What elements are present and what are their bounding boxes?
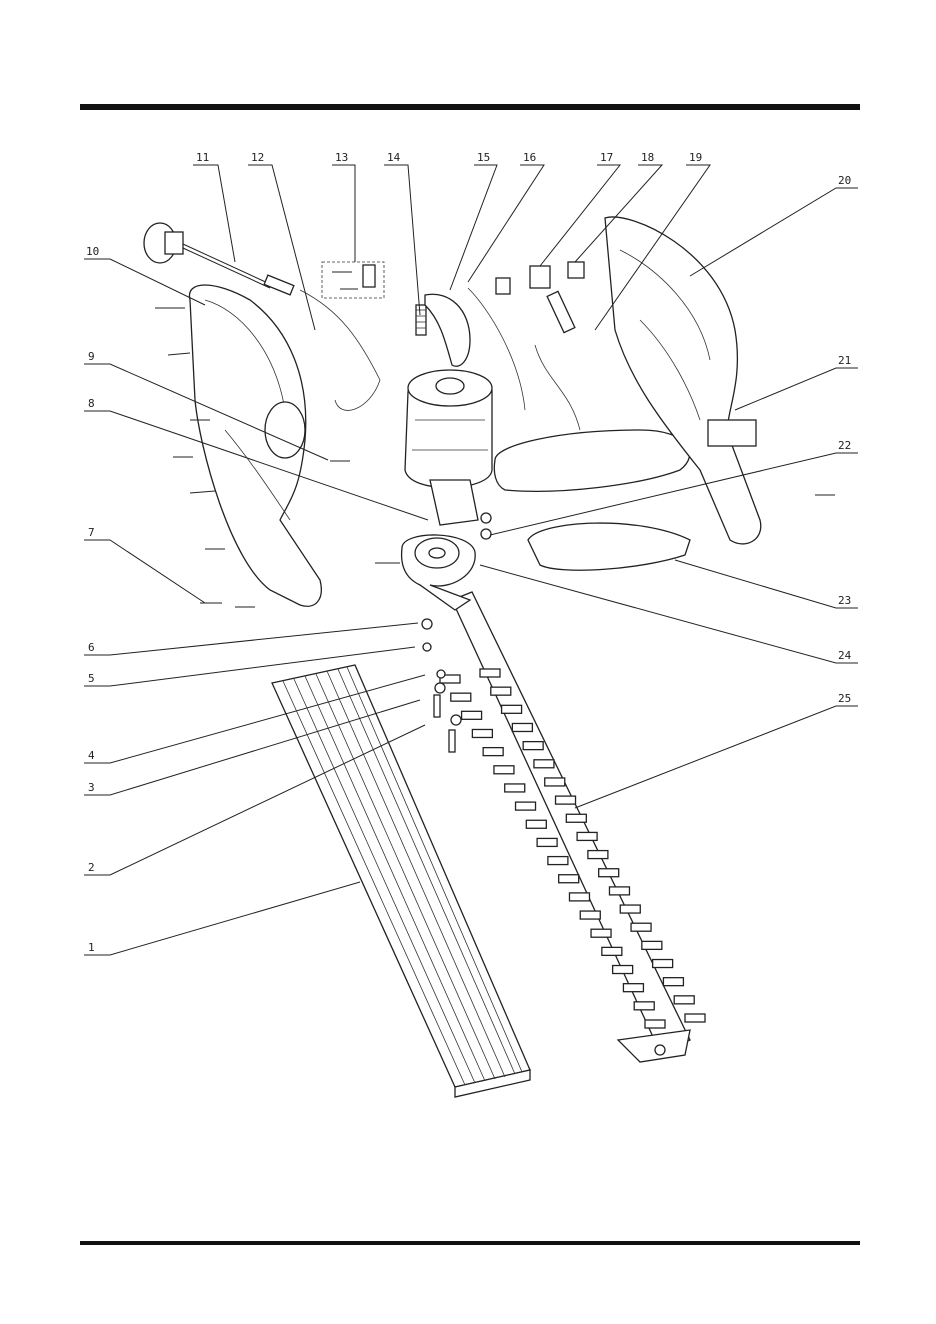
blade-tooth (663, 978, 683, 986)
gear-plate (402, 535, 476, 610)
callout-17: 17 (600, 151, 613, 164)
callout-18: 18 (641, 151, 654, 164)
callout-10: 10 (86, 245, 99, 258)
trigger (425, 294, 470, 366)
blade-tooth (537, 838, 557, 846)
blade-tooth (577, 832, 597, 840)
callout-24: 24 (838, 649, 852, 662)
right-housing (605, 217, 761, 544)
blade-tooth (623, 984, 643, 992)
blade-tooth (556, 796, 576, 804)
motor (405, 370, 492, 525)
callout-9: 9 (88, 350, 95, 363)
hand-guard (528, 523, 690, 570)
front-handle (494, 430, 689, 491)
blade-tooth (566, 814, 586, 822)
callout-20: 20 (838, 174, 851, 187)
blade-tooth (545, 778, 565, 786)
callout-2: 2 (88, 861, 95, 874)
blade-tooth (613, 966, 633, 974)
power-cord (144, 223, 294, 295)
blade-tooth (599, 869, 619, 877)
switch-cap (496, 278, 510, 294)
blade-tooth (516, 802, 536, 810)
blade-tooth (588, 851, 608, 859)
blade-tooth (559, 875, 579, 883)
callout-5: 5 (88, 672, 95, 685)
top-rule (80, 104, 860, 110)
callout-6: 6 (88, 641, 95, 654)
blade-tooth (483, 748, 503, 756)
blade-tooth (534, 760, 554, 768)
switch-lever (547, 291, 575, 332)
blade-tooth (591, 929, 611, 937)
blade-tooth (609, 887, 629, 895)
blade-tooth (512, 723, 532, 731)
blade-tooth (631, 923, 651, 931)
blade-tooth (502, 705, 522, 713)
blade-tooth (685, 1014, 705, 1022)
blade-tooth (480, 669, 500, 677)
blade-tooth (620, 905, 640, 913)
callout-3: 3 (88, 781, 95, 794)
spring (416, 305, 426, 335)
callout-8: 8 (88, 397, 95, 410)
blade-tooth (548, 857, 568, 865)
blade-tooth (491, 687, 511, 695)
callout-16: 16 (523, 151, 536, 164)
blade-tooth (505, 784, 525, 792)
blade-tooth (523, 742, 543, 750)
callout-7: 7 (88, 526, 95, 539)
wire-harness (300, 290, 380, 410)
callout-15: 15 (477, 151, 490, 164)
callout-1: 1 (88, 941, 95, 954)
lock-button (568, 262, 584, 278)
left-housing (189, 285, 321, 606)
blade-tooth (526, 820, 546, 828)
callout-11: 11 (196, 151, 209, 164)
blade-tooth (451, 693, 471, 701)
blade-tooth (602, 947, 622, 955)
callout-23: 23 (838, 594, 851, 607)
bottom-rule (80, 1241, 860, 1245)
callout-25: 25 (838, 692, 851, 705)
blade-tooth (645, 1020, 665, 1028)
callout-4: 4 (88, 749, 95, 762)
callout-13: 13 (335, 151, 348, 164)
callout-21: 21 (838, 354, 851, 367)
callout-22: 22 (838, 439, 851, 452)
switch (530, 266, 550, 288)
blade-tooth (642, 941, 662, 949)
callout-14: 14 (387, 151, 401, 164)
blade-tooth (580, 911, 600, 919)
callout-12: 12 (251, 151, 264, 164)
blade-tooth (472, 729, 492, 737)
cord-clamp-screws (322, 262, 384, 298)
blade-tooth (494, 766, 514, 774)
blade-tooth (653, 960, 673, 968)
blade-tooth (674, 996, 694, 1004)
callout-19: 19 (689, 151, 702, 164)
blade-tooth (569, 893, 589, 901)
blade-tooth (462, 711, 482, 719)
switch-wire-2 (535, 345, 580, 430)
blade-tooth (634, 1002, 654, 1010)
